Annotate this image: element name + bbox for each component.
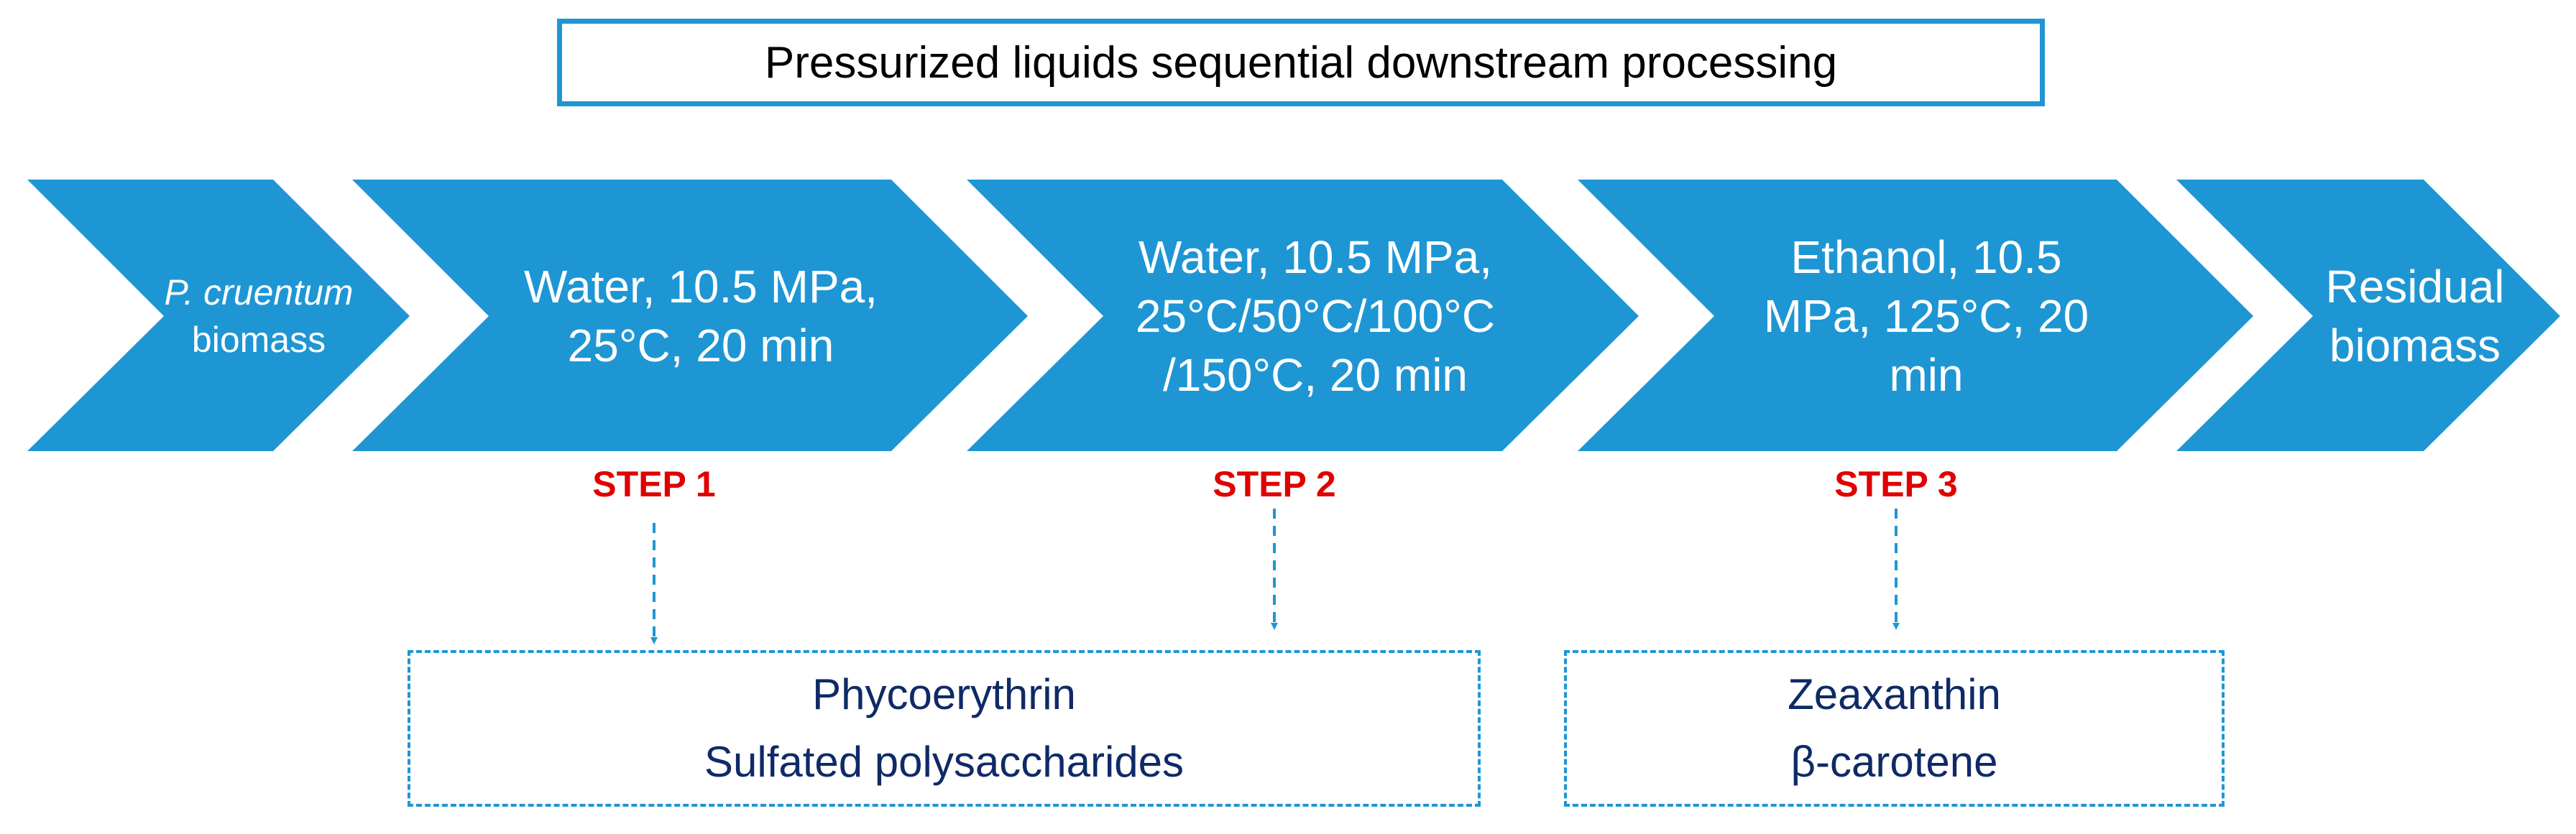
step1-line2: 25°C, 20 min [567,320,834,371]
biomass-word: biomass [191,320,326,360]
chevron-step1-label: Water, 10.5 MPa, 25°C, 20 min [478,244,924,388]
result-sulfated-polysaccharides: Sulfated polysaccharides [704,738,1184,786]
chevron-residual [2176,180,2560,451]
chevron-step2 [967,180,1639,451]
result-beta-carotene: β-carotene [1790,738,1998,786]
chevron-step2-label: Water, 10.5 MPa, 25°C/50°C/100°C /150°C,… [1092,216,1538,417]
step3-line1: Ethanol, 10.5 [1790,231,2062,283]
residual-line1: Residual [2325,261,2505,312]
chevron-biomass [27,180,410,451]
step3-line3: min [1889,349,1964,401]
chevron-biomass-label: P. cruentum biomass [137,259,381,374]
step1-line1: Water, 10.5 MPa, [523,261,878,312]
result-zeaxanthin: Zeaxanthin [1788,670,2001,718]
step-1-label: STEP 1 [592,464,716,504]
chevron-step1 [352,180,1028,451]
chevron-step3 [1578,180,2253,451]
biomass-species: P. cruentum [164,272,354,312]
chevron-step3-label: Ethanol, 10.5 MPa, 125°C, 20 min [1703,216,2149,417]
result-box-ethanol-extracts: Zeaxanthin β-carotene [1564,650,2225,807]
step2-line1: Water, 10.5 MPa, [1138,231,1493,283]
step-3-label: STEP 3 [1834,464,1958,504]
step3-line2: MPa, 125°C, 20 [1763,290,2089,342]
step2-line3: /150°C, 20 min [1162,349,1468,401]
result-box-water-extracts: Phycoerythrin Sulfated polysaccharides [408,650,1481,807]
step-2-label: STEP 2 [1213,464,1336,504]
residual-line2: biomass [2329,320,2501,371]
step2-line2: 25°C/50°C/100°C [1135,290,1496,342]
result-phycoerythrin: Phycoerythrin [812,670,1076,718]
chevron-residual-label: Residual biomass [2293,251,2537,381]
diagram-title: Pressurized liquids sequential downstrea… [557,19,2045,106]
